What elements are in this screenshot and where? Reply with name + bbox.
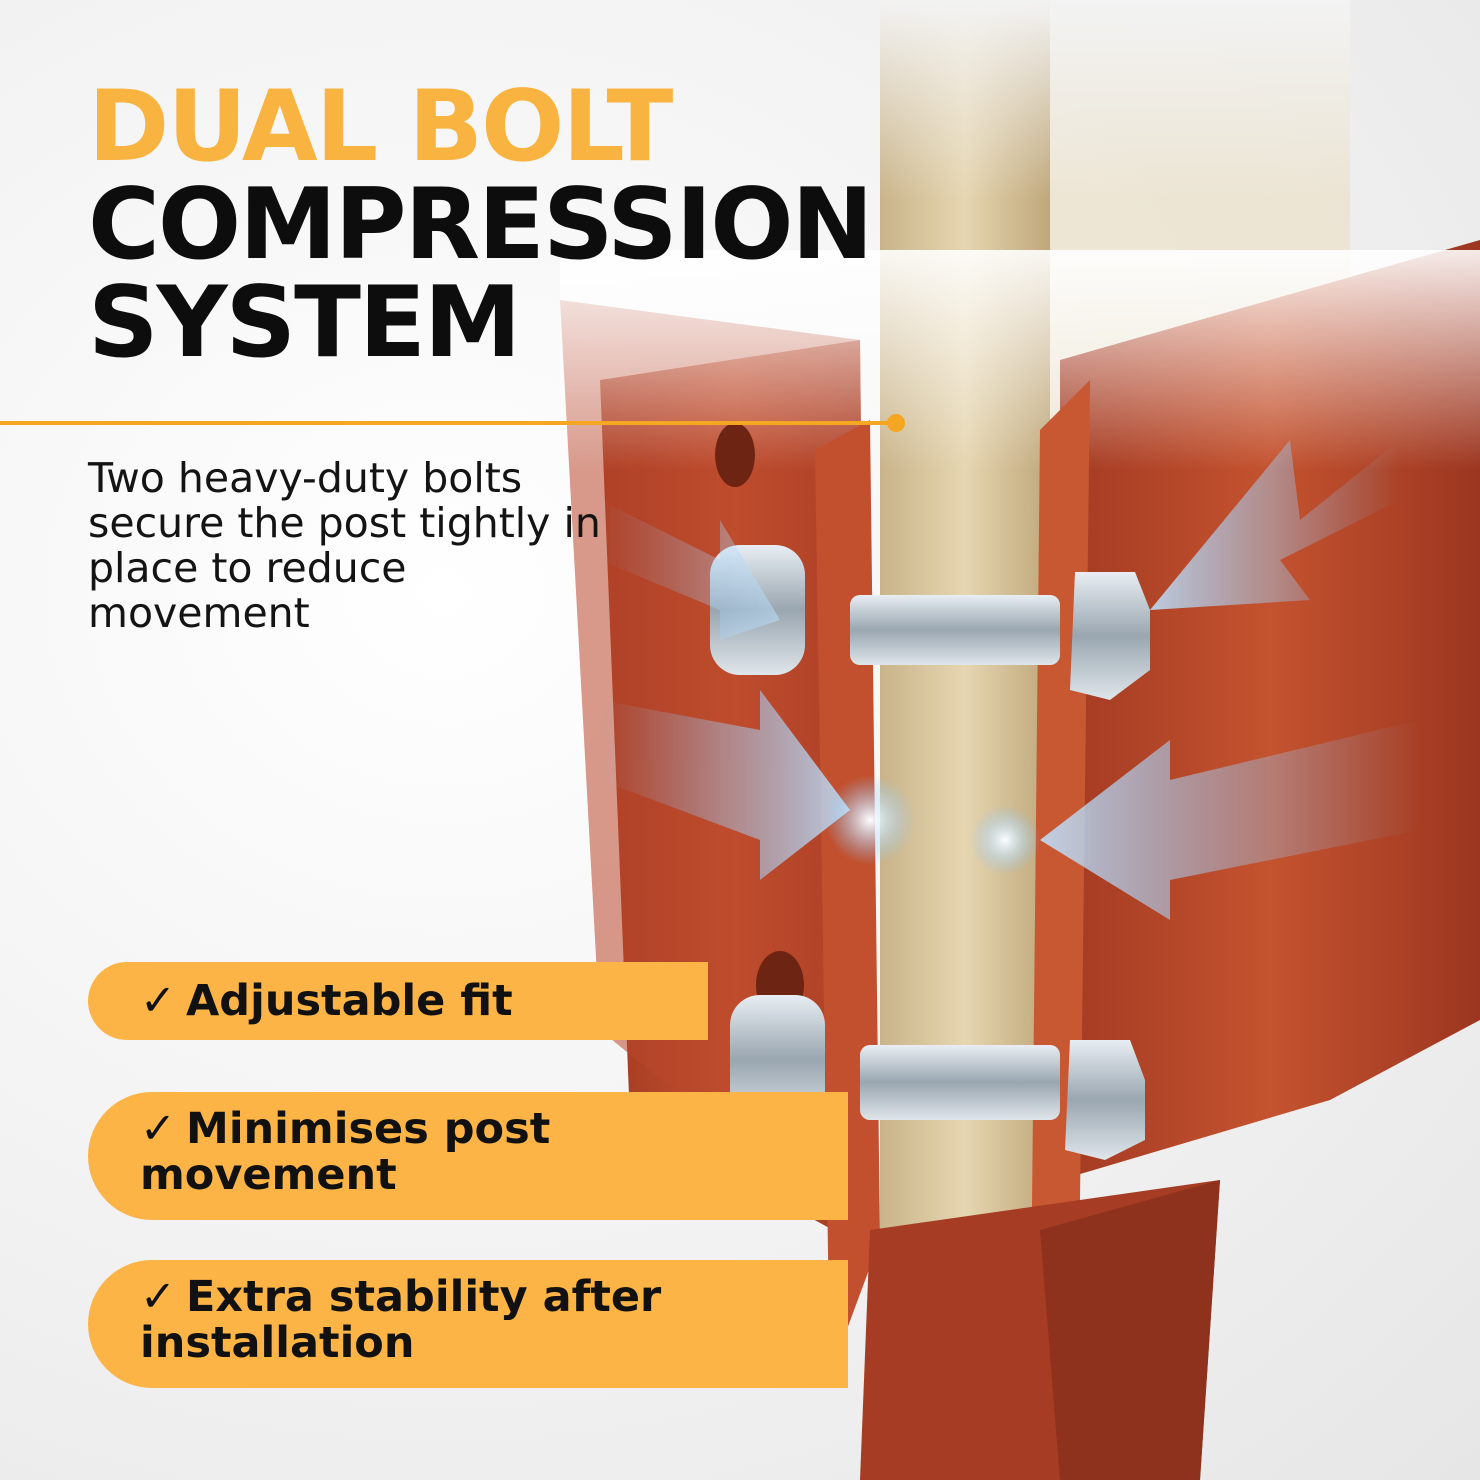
check-icon: ✓ [140,1104,177,1154]
description: Two heavy-duty bolts secure the post tig… [88,454,601,637]
headline-line-2: COMPRESSION [88,168,874,282]
headline-line-3: SYSTEM [88,266,521,380]
check-icon: ✓ [140,1272,177,1322]
feature-pill: ✓Extra stability after installation [88,1260,848,1388]
feature-label: Adjustable fit [186,976,513,1026]
divider-line [0,421,896,425]
compression-arrow-icon [600,440,1420,920]
feature-pill: ✓Adjustable fit [88,962,708,1040]
headline: DUAL BOLT COMPRESSION SYSTEM [88,70,874,380]
feature-pill: ✓Minimises post movement [88,1092,848,1220]
divider-dot [887,414,905,432]
check-icon: ✓ [140,976,177,1026]
feature-label: Extra stability after installation [140,1272,662,1368]
feature-label: Minimises post movement [140,1104,551,1200]
headline-line-1: DUAL BOLT [88,70,673,184]
